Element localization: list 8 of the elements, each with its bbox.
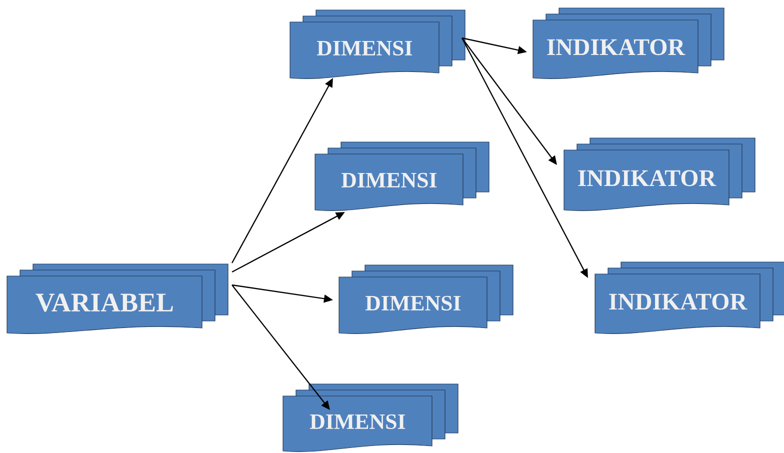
document-stack: INDIKATOR	[594, 262, 784, 334]
document-stack: DIMENSI	[338, 264, 514, 334]
document-stack: DIMENSI	[290, 10, 466, 79]
document-stack: VARIABEL	[6, 264, 228, 334]
document-stack: INDIKATOR	[564, 138, 756, 211]
document-stack: DIMENSI	[282, 384, 458, 452]
document-stack: DIMENSI	[314, 142, 490, 211]
document-stack: INDIKATOR	[532, 8, 724, 79]
